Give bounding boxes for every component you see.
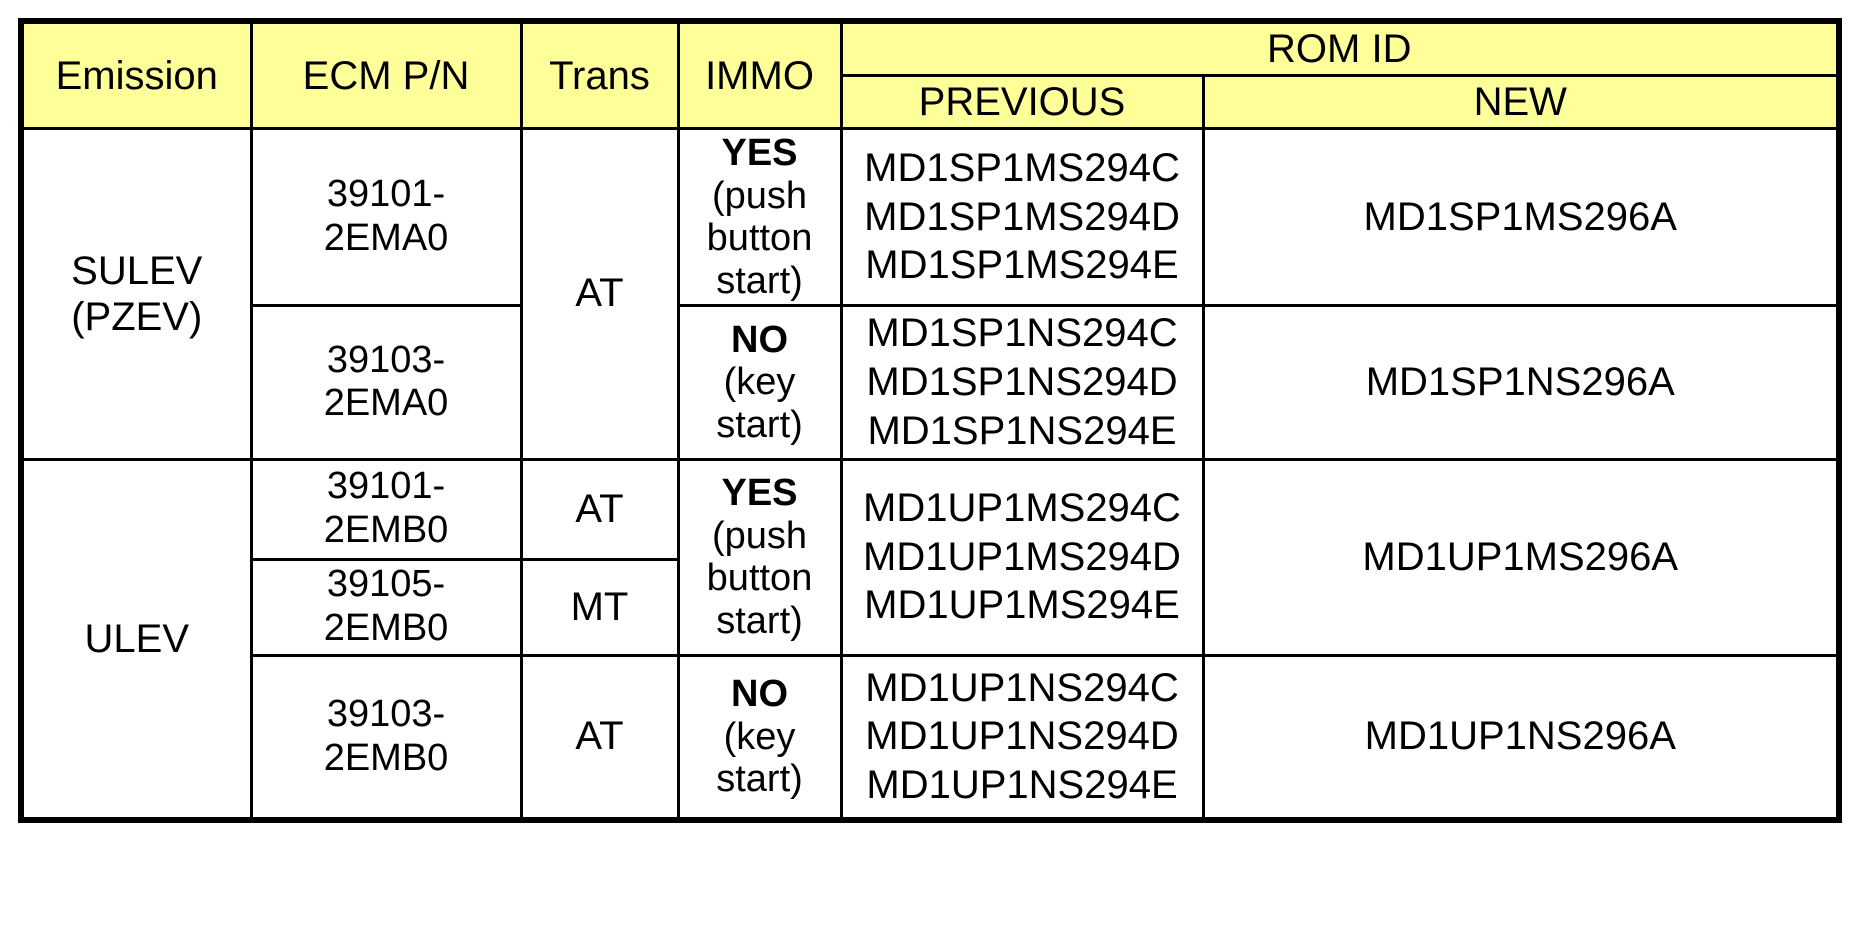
immo-status: NO	[731, 673, 788, 715]
column-header-immo: IMMO	[676, 19, 843, 130]
immo-note: (push button start)	[706, 174, 813, 302]
header-row-top: Emission ECM P/N Trans IMMO ROM ID	[19, 19, 1841, 130]
cell-ecm-pn: 39103- 2EMB0	[249, 653, 523, 822]
cell-trans: AT	[519, 653, 680, 822]
table-row: ULEV 39101- 2EMB0 AT YES (push button st…	[19, 457, 1841, 822]
cell-trans: AT	[519, 127, 680, 461]
immo-status: YES	[721, 471, 798, 514]
cell-rom-new: MD1SP1NS296A	[1201, 304, 1841, 461]
cell-ecm-pn: 39103- 2EMA0	[249, 304, 523, 461]
cell-immo: YES (push button start)	[676, 457, 843, 657]
cell-rom-new: MD1UP1MS296A	[1201, 457, 1841, 657]
cell-emission-ulev: ULEV	[19, 457, 253, 822]
column-header-previous: PREVIOUS	[839, 74, 1205, 130]
cell-trans: AT	[519, 457, 680, 561]
immo-status: YES	[721, 132, 798, 174]
cell-ecm-pn: 39101- 2EMB0	[249, 457, 523, 561]
table-body: SULEV (PZEV) 39101- 2EMA0 AT YES (push b…	[19, 126, 1841, 822]
immo-note: (push button start)	[706, 514, 813, 642]
column-header-rom-id: ROM ID	[839, 19, 1841, 77]
column-header-emission: Emission	[19, 19, 253, 130]
immo-note: (key start)	[716, 715, 803, 801]
header-row-sub: PREVIOUS NEW	[21, 74, 1841, 130]
cell-immo: NO (key start)	[676, 304, 843, 461]
table-row: 39105- 2EMB0 MT	[21, 557, 1839, 657]
table-row: SULEV (PZEV) 39101- 2EMA0 AT YES (push b…	[19, 126, 1841, 461]
cell-emission-sulev: SULEV (PZEV)	[19, 127, 253, 461]
cell-rom-previous: MD1UP1MS294C MD1UP1MS294D MD1UP1MS294E	[839, 457, 1205, 657]
cell-ecm-pn: 39105- 2EMB0	[249, 557, 523, 657]
column-header-new: NEW	[1201, 74, 1841, 130]
cell-rom-previous: MD1SP1MS294C MD1SP1MS294D MD1SP1MS294E	[839, 126, 1205, 308]
column-header-trans: Trans	[519, 19, 680, 130]
cell-rom-previous: MD1SP1NS294C MD1SP1NS294D MD1SP1NS294E	[839, 304, 1205, 461]
cell-rom-new: MD1UP1NS296A	[1201, 653, 1841, 822]
table-row: 39103- 2EMA0 NO (key start) MD1SP1NS294C…	[21, 304, 1841, 461]
immo-note: (key start)	[716, 361, 803, 446]
rom-id-table: Emission ECM P/N Trans IMMO ROM ID PREVI…	[18, 18, 1842, 824]
cell-trans: MT	[519, 557, 680, 657]
cell-rom-previous: MD1UP1NS294C MD1UP1NS294D MD1UP1NS294E	[839, 653, 1205, 822]
table-header: Emission ECM P/N Trans IMMO ROM ID PREVI…	[19, 19, 1841, 130]
column-header-ecm-pn: ECM P/N	[249, 19, 523, 130]
cell-rom-new: MD1SP1MS296A	[1201, 126, 1841, 308]
immo-status: NO	[731, 318, 788, 361]
table-row: 39103- 2EMB0 AT NO (key start) MD1UP1NS2…	[21, 653, 1841, 822]
cell-immo: NO (key start)	[676, 653, 843, 822]
cell-immo: YES (push button start)	[676, 126, 843, 308]
cell-ecm-pn: 39101- 2EMA0	[249, 126, 523, 308]
